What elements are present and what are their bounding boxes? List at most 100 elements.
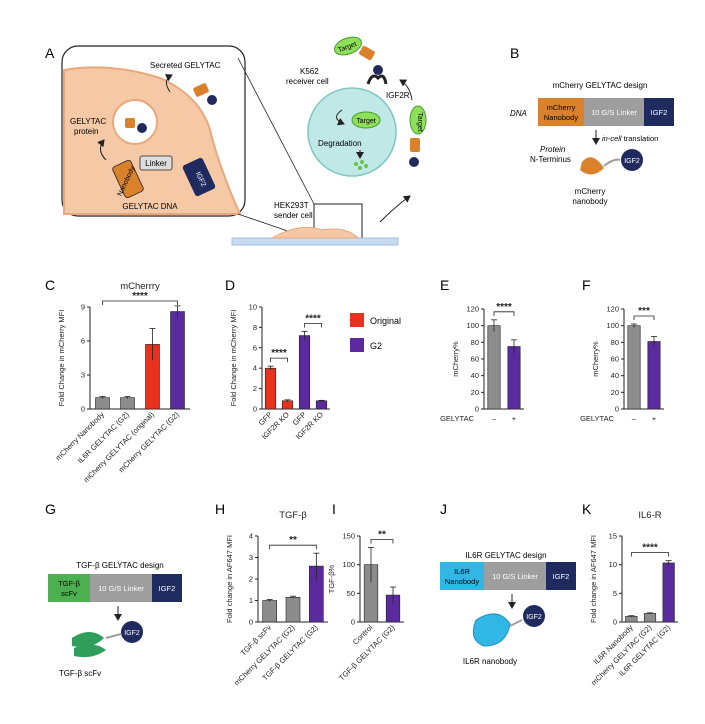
y-axis-label: mCherry% <box>451 341 460 377</box>
y-tick-label: 1 <box>249 596 253 605</box>
bar <box>662 562 675 623</box>
y-tick-label: 100 <box>342 560 355 569</box>
gelytac-protein-label-2: protein <box>74 127 98 136</box>
hek-cell <box>270 226 360 239</box>
degradation-label: Degradation <box>318 139 362 148</box>
nanobody-block <box>112 159 144 199</box>
x-group-label: GELYTAC <box>440 414 474 423</box>
panel-label-j: J <box>440 501 447 517</box>
bar <box>262 600 277 623</box>
significance-bracket <box>269 544 317 550</box>
j-box3: IGF2 <box>553 572 570 581</box>
b-dna-label: DNA <box>510 109 527 118</box>
chart-title: IL6-R <box>638 510 661 521</box>
y-tick-label: 0 <box>613 618 617 627</box>
y-tick-label: 120 <box>606 305 619 314</box>
igf2r-receptor <box>366 74 388 85</box>
culture-dish <box>231 237 399 246</box>
y-tick-label: 40 <box>611 371 619 380</box>
y-tick-label: 0 <box>351 618 355 627</box>
j-box1-l2: Nanobody <box>445 577 479 586</box>
panel-label-i: I <box>332 501 336 517</box>
significance-bracket <box>102 300 178 305</box>
g-box3: IGF2 <box>159 584 176 593</box>
j-igf2-text: IGF2 <box>526 614 542 621</box>
right-target-text: Target <box>416 112 423 132</box>
b-nb-l1: mCherry <box>575 187 606 196</box>
g-scfv-shape <box>72 632 106 658</box>
y-tick-label: 10 <box>609 560 617 569</box>
y-tick-label: 8 <box>253 323 257 332</box>
b-title: mCherry GELYTAC design <box>553 81 648 90</box>
y-tick-label: 80 <box>611 338 619 347</box>
y-tick-label: 80 <box>471 338 479 347</box>
bar <box>315 400 328 410</box>
linker-text: Linker <box>145 159 167 168</box>
g-igf2-circle <box>121 621 143 643</box>
y-tick-label: 0 <box>253 405 257 414</box>
chart-title: mCherrry <box>120 281 160 292</box>
panel-j-design: IL6R GELYTAC design IL6R Nanobody 10 G/S… <box>440 551 576 666</box>
y-tick-label: 0 <box>615 405 619 414</box>
bar <box>647 341 661 410</box>
g-igf2-text: IGF2 <box>124 630 140 637</box>
b-nanobody-shape <box>580 157 604 175</box>
legend-original-label: Original <box>370 316 401 326</box>
j-nanobody-shape <box>472 613 511 647</box>
panel-label-h: H <box>215 501 225 517</box>
significance-label: **** <box>132 291 148 302</box>
y-tick-label: 0 <box>249 618 253 627</box>
y-tick-label: 9 <box>81 303 85 312</box>
legend-d: Original G2 <box>350 313 401 352</box>
y-tick-label: 20 <box>611 388 619 397</box>
g-box-linker <box>90 574 152 602</box>
panel-label-g: G <box>45 501 56 517</box>
g-box-igf2 <box>152 574 182 602</box>
bar <box>95 397 110 410</box>
b-igf2-text: IGF2 <box>624 158 640 165</box>
y-tick-label: 2 <box>249 575 253 584</box>
b-translation: in-cell translation <box>602 134 658 143</box>
y-axis-label: mCherry% <box>591 341 600 377</box>
significance-label: ** <box>378 529 386 540</box>
y-tick-label: 60 <box>611 355 619 364</box>
right-target <box>409 105 427 135</box>
x-tick-label: + <box>512 414 517 423</box>
panel-label-a: A <box>45 45 55 61</box>
b-box1-l2: Nanobody <box>544 113 578 122</box>
y-axis-label: TGF-β% <box>327 564 336 593</box>
y-tick-label: 60 <box>471 355 479 364</box>
bar <box>507 346 521 410</box>
bar <box>170 311 185 410</box>
y-tick-label: 40 <box>471 371 479 380</box>
receiver-label-2: receiver cell <box>286 77 329 86</box>
sender-label-2: sender cell <box>274 211 313 220</box>
j-title: IL6R GELYTAC design <box>465 551 546 560</box>
internal-target-text: Target <box>356 118 376 125</box>
bar <box>487 325 501 410</box>
y-axis-label: Fold change in AF647 MFI <box>225 535 234 623</box>
j-box-linker <box>484 562 546 590</box>
bar <box>285 596 301 623</box>
y-tick-label: 4 <box>249 532 253 541</box>
g-box1-l2: scFv <box>61 589 77 598</box>
b-nterm-label: N-Terminus <box>530 155 571 164</box>
y-tick-label: 5 <box>613 589 617 598</box>
vesicle-gelytac-igf2 <box>137 123 147 133</box>
x-tick-label: + <box>652 414 657 423</box>
b-protein-label: Protein <box>540 145 566 154</box>
y-tick-label: 3 <box>249 553 253 562</box>
b-igf2-circle <box>621 149 643 171</box>
panel-label-b: B <box>510 45 519 61</box>
igf2r-label: IGF2R <box>386 91 410 100</box>
b-box-nanobody <box>538 98 584 126</box>
b-box3: IGF2 <box>651 108 668 117</box>
significance-bracket <box>493 311 515 316</box>
g-title: TGF-β GELYTAC design <box>76 561 163 570</box>
significance-label: ** <box>289 535 297 546</box>
gelytac-dna-label: GELYTAC DNA <box>122 202 178 211</box>
legend-g2-label: G2 <box>370 341 382 351</box>
